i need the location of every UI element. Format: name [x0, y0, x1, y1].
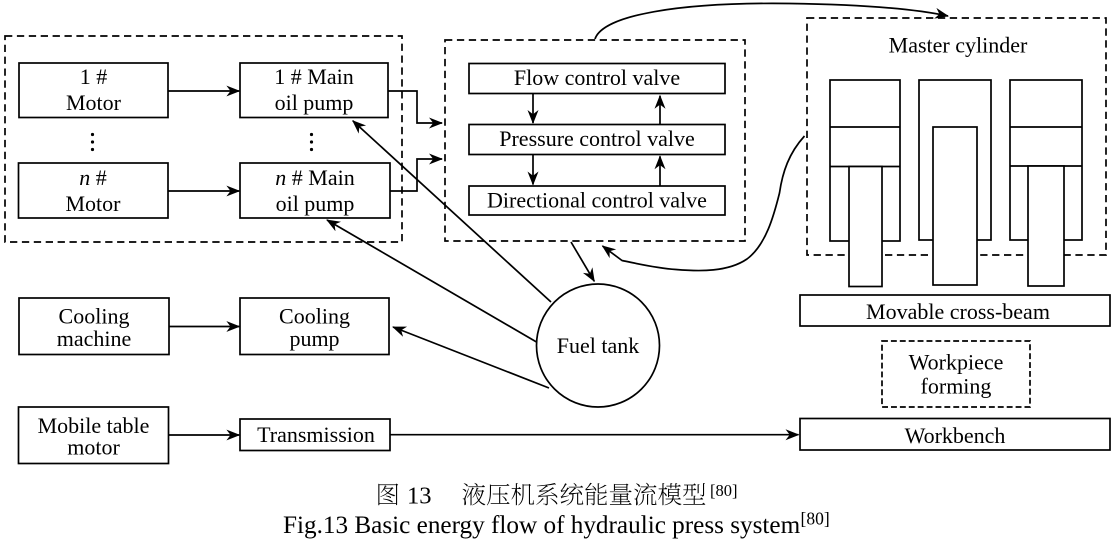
svg-text:Movable cross-beam: Movable cross-beam [866, 299, 1050, 324]
svg-text:oil pump: oil pump [275, 90, 354, 115]
svg-text:Motor: Motor [66, 90, 122, 115]
svg-text:Workbench: Workbench [905, 423, 1006, 448]
svg-text:1 #: 1 # [80, 64, 108, 89]
svg-text:pump: pump [289, 326, 339, 351]
svg-text:Workpiece: Workpiece [909, 350, 1004, 375]
svg-text:1 # Main: 1 # Main [274, 64, 353, 89]
svg-text:Master cylinder: Master cylinder [889, 33, 1028, 58]
svg-text:[80]: [80] [801, 509, 830, 529]
svg-text:oil pump: oil pump [276, 191, 355, 216]
svg-text:motor: motor [67, 435, 120, 460]
svg-text:Cooling: Cooling [59, 304, 130, 329]
svg-text:Flow control valve: Flow control valve [514, 65, 680, 90]
svg-text:[80]: [80] [710, 481, 738, 500]
svg-text:Transmission: Transmission [257, 422, 375, 447]
svg-text:Motor: Motor [66, 191, 122, 216]
svg-text:Mobile table: Mobile table [38, 413, 150, 438]
svg-text:Fig.13 Basic energy flow of hy: Fig.13 Basic energy flow of hydraulic pr… [283, 512, 801, 539]
svg-text:Pressure control valve: Pressure control valve [499, 126, 695, 151]
svg-text:Directional control valve: Directional control valve [487, 188, 707, 213]
svg-text:13: 13 [407, 483, 432, 510]
svg-text:n # Main: n # Main [275, 165, 354, 190]
svg-text:forming: forming [921, 374, 992, 399]
svg-text:Fuel tank: Fuel tank [557, 333, 640, 358]
svg-text:n #: n # [79, 165, 107, 190]
svg-text:machine: machine [57, 326, 132, 351]
svg-text:Cooling: Cooling [279, 304, 350, 329]
